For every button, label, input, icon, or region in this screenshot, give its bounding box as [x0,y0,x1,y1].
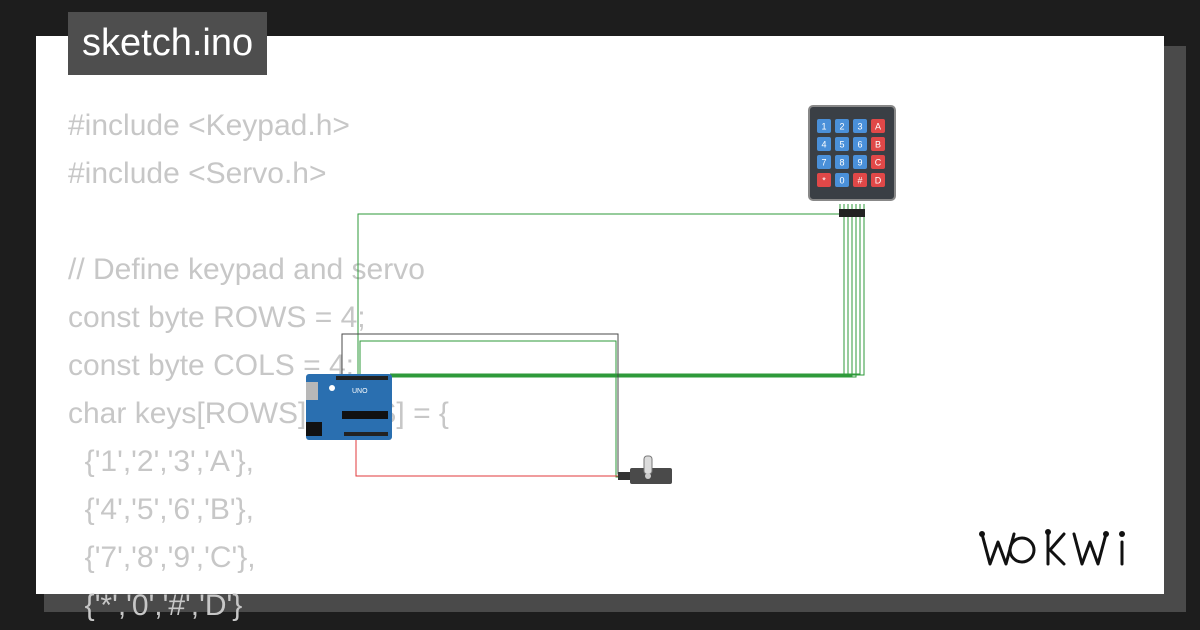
keypad-key[interactable] [871,137,885,151]
keypad-key[interactable] [835,155,849,169]
keypad-key[interactable] [853,173,867,187]
servo-connector [618,472,630,480]
code-line: #include <Servo.h> [68,157,327,190]
logo-mark [329,385,335,391]
keypad-key-label: 1 [821,122,826,132]
arduino-board [306,374,392,440]
keypad-key[interactable] [871,173,885,187]
usb-port [306,382,318,400]
servo-horn [643,455,653,475]
code-line: // Define keypad and servo [68,253,425,286]
keypad-key-label: 6 [857,140,862,150]
code-line: {'7','8','9','C'}, [68,541,256,574]
code-line: {'1','2','3','A'}, [68,445,254,478]
keypad-key[interactable] [817,137,831,151]
power-jack [306,422,322,436]
code-line: #include <Keypad.h> [68,109,350,142]
header-top [336,376,388,380]
keypad-key-label: 7 [821,158,826,168]
code-preview: #include <Keypad.h> #include <Servo.h> // … [68,102,449,630]
keypad-key[interactable] [853,137,867,151]
keypad-key[interactable] [871,155,885,169]
wire-green [390,204,857,378]
code-line: const byte ROWS = 4; [68,301,366,334]
wokwi-logo [979,529,1125,566]
board-label: UNO [352,388,368,395]
wire-green [390,204,849,376]
keypad-key[interactable] [817,119,831,133]
keypad-key-label: * [822,176,826,186]
keypad-key[interactable] [835,173,849,187]
keypad-key-label: C [875,158,882,168]
wire-green [357,204,841,374]
arduino-uno: UNO [306,374,392,440]
keypad-key-label: 8 [839,158,844,168]
circuit-diagram: 1 2 3 A 4 5 6 B 7 8 9 C * 0 # D UNO [306,105,896,484]
keypad-keys: 1 2 3 A 4 5 6 B 7 8 9 C * 0 # D [817,119,885,187]
wire-red [355,434,628,477]
keypad-key-label: 3 [857,122,862,132]
keypad-key-label: D [875,176,882,186]
servo-hub [645,473,651,479]
wire-green [390,204,853,377]
keypad-key[interactable] [853,119,867,133]
keypad-key[interactable] [817,155,831,169]
keypad-key[interactable] [817,173,831,187]
keypad-key-label: 9 [857,158,862,168]
keypad-key-label: 2 [839,122,844,132]
keypad-key[interactable] [835,137,849,151]
keypad-key-label: B [875,140,881,150]
code-line: {'4','5','6','B'}, [68,493,254,526]
preview-card: #include <Keypad.h> #include <Servo.h> // … [36,36,1164,622]
wire-green [390,204,861,375]
keypad-key[interactable] [871,119,885,133]
chip [342,411,388,419]
wires [341,204,865,478]
wire-green [390,204,865,376]
keypad: 1 2 3 A 4 5 6 B 7 8 9 C * 0 # D [808,105,896,217]
file-name-label: sketch.ino [68,12,268,75]
code-line: {'*','0','#','D'} [68,589,243,622]
keypad-key-label: 5 [839,140,844,150]
header-bottom [344,432,388,436]
keypad-connector [839,209,865,217]
keypad-key[interactable] [853,155,867,169]
keypad-key[interactable] [835,119,849,133]
code-line: const byte COLS = 4; [68,349,354,382]
keypad-key-label: 4 [821,140,826,150]
keypad-key-label: A [875,122,881,132]
servo [618,455,672,484]
keypad-key-label: 0 [839,176,844,186]
wire-green [390,204,845,375]
keypad-key-label: # [857,176,862,186]
wire-green [359,340,628,478]
